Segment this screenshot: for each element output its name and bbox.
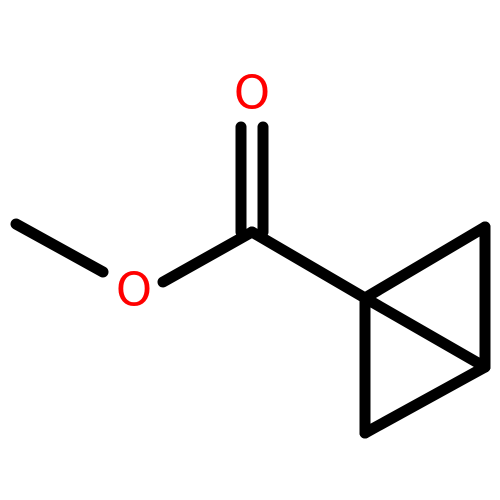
ester-oxygen-label: O: [116, 263, 152, 317]
carbonyl-oxygen-label: O: [234, 66, 270, 120]
ring-bond-bridge: [359, 292, 491, 373]
ring-bond-bottom: [359, 361, 491, 439]
carbonyl-carbon-ring-bond: [246, 226, 371, 304]
ester-oxygen-methyl-bond: [10, 218, 109, 278]
ring-bond-top: [359, 221, 491, 304]
carbonyl-ester-oxygen-bond: [157, 226, 258, 288]
